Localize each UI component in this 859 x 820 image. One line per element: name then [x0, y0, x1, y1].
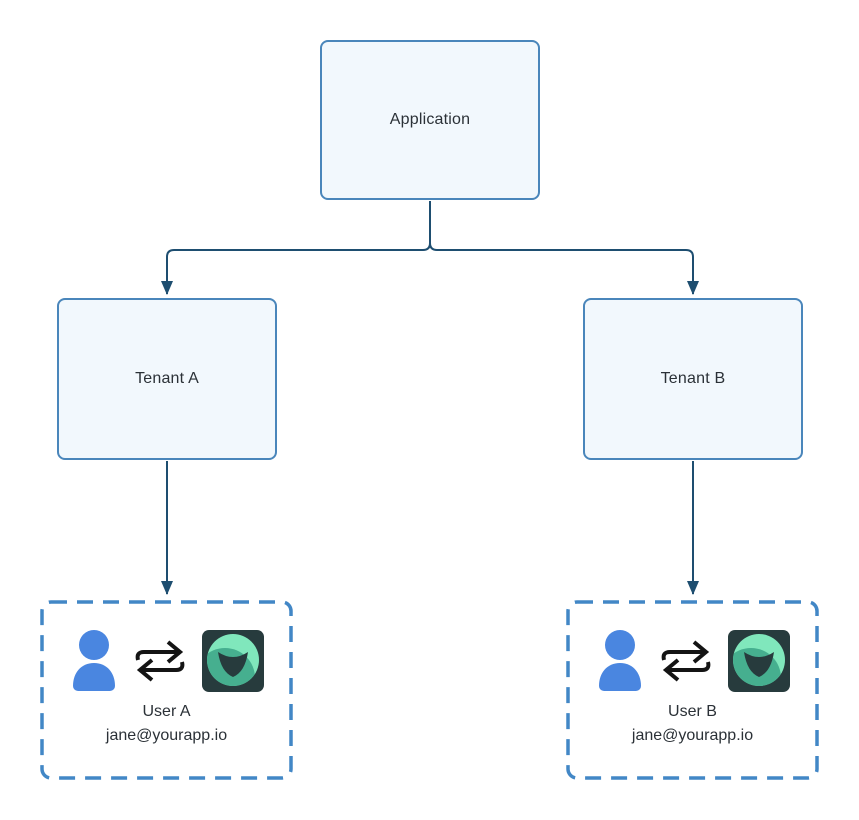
- user-group-a: User A jane@yourapp.io: [40, 600, 293, 780]
- node-tenant-a-label: Tenant A: [135, 370, 199, 387]
- bidirectional-arrows-icon: [661, 640, 710, 682]
- person-icon: [598, 630, 641, 691]
- node-application-label: Application: [389, 111, 471, 128]
- edge-application-tenant-a: [161, 201, 431, 295]
- user-group-b-icons: [566, 629, 819, 693]
- user-group-b: User B jane@yourapp.io: [566, 600, 819, 780]
- user-b-name: User B: [668, 703, 717, 720]
- person-icon: [72, 630, 115, 691]
- user-b-email: jane@yourapp.io: [631, 727, 754, 744]
- dashed-border: [40, 600, 293, 780]
- user-group-b-caption: User B jane@yourapp.io: [566, 700, 819, 748]
- bidirectional-arrows-icon: [135, 640, 184, 682]
- node-tenant-b-label: Tenant B: [660, 370, 726, 387]
- user-a-email: jane@yourapp.io: [105, 727, 228, 744]
- node-application: Application: [320, 40, 540, 200]
- user-group-a-icons: [40, 629, 293, 693]
- auth-service-logo-icon: [201, 630, 264, 692]
- node-tenant-a: Tenant A: [57, 298, 277, 460]
- user-a-name: User A: [142, 703, 191, 720]
- auth-service-logo-icon: [727, 630, 790, 692]
- user-group-a-caption: User A jane@yourapp.io: [40, 700, 293, 748]
- dashed-border: [566, 600, 819, 780]
- node-tenant-b: Tenant B: [583, 298, 803, 460]
- edge-application-tenant-b: [429, 201, 699, 295]
